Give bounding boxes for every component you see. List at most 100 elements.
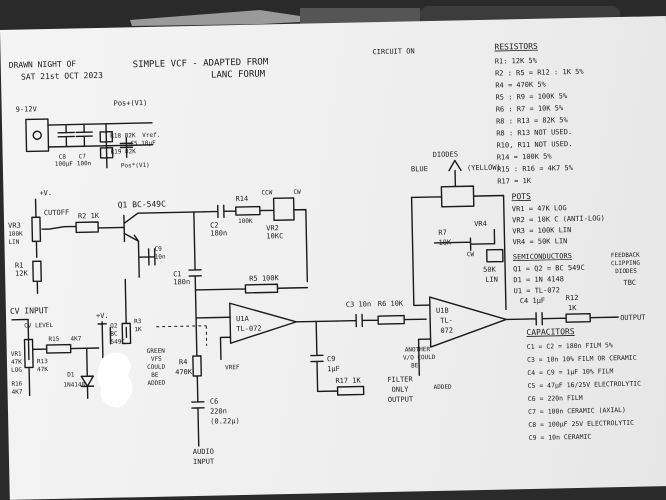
q2-c-label: 549C — [110, 338, 125, 345]
r2-label: R2 1K — [78, 212, 100, 220]
vr4-value: 50K — [483, 266, 497, 274]
c7-label: C7 — [79, 153, 87, 160]
r14-label: R14 — [236, 195, 249, 203]
r1-label: R1 — [15, 262, 24, 270]
q1-section: Q1 BC-549C C9 10n — [118, 200, 205, 278]
u1a-label: U1A — [236, 315, 250, 323]
vr3-label: VR3 — [8, 222, 21, 230]
date-note: SAT 21st OCT 2023 — [21, 71, 103, 82]
input-label: INPUT — [193, 458, 215, 466]
c8-label: C8 — [59, 154, 67, 161]
semi-line-3: U1 = TL-072 — [514, 286, 561, 295]
cap-line-8: C9 = 10n CERAMIC — [529, 433, 592, 442]
schematic-drawing: DRAWN NIGHT OF SAT 21st OCT 2023 SIMPLE … — [8, 42, 646, 466]
cv-input-label: CV INPUT — [10, 306, 49, 316]
bom-capacitors: CAPACITORS C1 = C2 = 180n FILM 5% C3 = 1… — [526, 327, 641, 442]
u1b-opamp: U1B TL- 072 ANOTHER V/O COULD BE ADDED — [403, 196, 527, 391]
semis-title: SEMICONDUCTORS — [513, 252, 572, 261]
u1a-type: TL-072 — [236, 325, 261, 334]
blue-label: BLUE — [411, 165, 428, 173]
r12-value: 1K — [568, 304, 577, 312]
cap-line-6: C7 = 100n CERAMIC (AXIAL) — [528, 406, 626, 416]
r15-value: 4K7 — [70, 335, 81, 342]
resistor-line-1: R1: 12K 5% — [495, 57, 538, 66]
vr4-taper: LIN — [485, 276, 498, 284]
r5-label: R5 100K — [249, 274, 279, 283]
could-label: COULD — [147, 364, 166, 371]
circuit-on-note: CIRCUIT ON — [372, 47, 414, 56]
c9b-label: C9 — [327, 355, 336, 363]
c1-label: C1 — [173, 270, 182, 278]
r4-value: 470K — [175, 368, 193, 376]
semi-line-2: D1 = 1N 4148 — [513, 275, 564, 284]
only-label: ONLY — [392, 386, 410, 394]
c5-label: C5 10μF — [130, 140, 156, 148]
resistor-line-4: R5 : R9 = 100K 5% — [495, 92, 568, 102]
resistor-line-5: R6 : R7 = 10K 5% — [496, 104, 564, 113]
vr1-value: 47K — [11, 359, 22, 366]
r19-label: R19 82K — [111, 148, 137, 156]
ccw-label: CCW — [261, 189, 272, 196]
feedback-diodes: DIODES BLUE (YELLOW) R7 10K VR4 50K LIN … — [410, 150, 507, 311]
audio-label: AUDIO — [193, 448, 214, 456]
green-label: GREEN — [147, 348, 166, 355]
tbc-note: TBC — [623, 279, 636, 287]
vfo-label: V/O COULD — [403, 354, 436, 362]
pos2-label: Pos*(V1) — [121, 162, 150, 170]
u1b-type-2: 072 — [440, 327, 453, 335]
caps-title: CAPACITORS — [526, 327, 575, 337]
diodes-note: DIODES — [615, 268, 637, 275]
bom-semis: SEMICONDUCTORS Q1 = Q2 = BC 549C D1 = 1N… — [513, 252, 641, 296]
cap-line-3: C4 = C9 = 1μF 10% FILM — [527, 367, 613, 377]
resistor-line-10: R15 : R16 = 4K7 5% — [497, 164, 574, 174]
pot-line-3: VR3 = 100K LIN — [512, 226, 571, 235]
output-stage: C4 1μF R12 1K OUTPUT — [520, 294, 646, 326]
c7-value: 100n — [77, 160, 92, 167]
c2-label: C2 — [210, 221, 219, 229]
r7-value: 10K — [438, 239, 452, 247]
white-redaction-blob — [97, 352, 133, 408]
vin-label: 9-12V — [16, 105, 38, 113]
pots-title: POTS — [512, 192, 532, 201]
vfs-label: VFS — [151, 356, 162, 363]
r13-value: 47K — [37, 366, 48, 373]
cap-line-2: C3 = 10n 10% FILM OR CERAMIC — [527, 354, 637, 364]
vr3-value: 100K — [8, 231, 23, 238]
r14-value: 100K — [238, 218, 253, 225]
vr1-taper: LOG — [11, 367, 22, 374]
semi-line-1: Q1 = Q2 = BC 549C — [513, 264, 585, 273]
schematic-paper: DRAWN NIGHT OF SAT 21st OCT 2023 SIMPLE … — [0, 16, 666, 500]
c6-alt-value: (0.22μ) — [210, 417, 240, 426]
feedback-note: FEEDBACK — [611, 252, 640, 260]
be-label: BE — [151, 372, 159, 379]
vr4-label: VR4 — [474, 220, 487, 228]
cw2-label: CW — [467, 251, 475, 258]
resistor-line-8: R10, R11 NOT USED. — [496, 140, 572, 150]
bom-resistors: RESISTORS R1: 12K 5% R2 : R5 = R12 : 1K … — [494, 42, 584, 186]
r7-label: R7 — [438, 229, 447, 237]
r4-c6-audio: R4 470K C6 220n (0.22μ) AUDIO INPUT — [175, 317, 240, 466]
c9b-value: 1μF — [327, 365, 340, 373]
pot-line-4: VR4 = 50K LIN — [512, 237, 567, 246]
r17-label: R17 1K — [335, 377, 361, 386]
c1-value: 180n — [173, 278, 190, 286]
clipping-note: CLIPPING — [611, 260, 640, 268]
r12-label: R12 — [566, 294, 579, 302]
title-line-2: LANC FORUM — [211, 69, 266, 80]
filter-label: FILTER — [387, 375, 413, 384]
resistors-title: RESISTORS — [494, 42, 538, 52]
title-line-1: SIMPLE VCF - ADAPTED FROM — [133, 57, 269, 70]
q2-label: Q2 — [110, 323, 118, 330]
c6-label: C6 — [210, 398, 219, 406]
r13-label: R13 — [37, 358, 48, 365]
cutoff-section: +V. CUTOFF VR3 100K LIN R1 12K R2 1K — [8, 189, 125, 294]
vr2-label: VR2 — [266, 224, 279, 232]
r15-label: R15 — [48, 336, 59, 343]
r1-value: 12K — [15, 269, 29, 277]
c2-r14-vr2: C2 180n R14 100K VR2 10KC CCW CW — [203, 189, 309, 283]
d1-label: D1 — [67, 372, 75, 379]
resistor-line-3: R4 = 470K 5% — [495, 81, 547, 90]
pot-line-2: VR2 = 10K C (ANTI-LOG) — [512, 214, 605, 224]
c3-label: C3 10n — [346, 300, 371, 309]
r16-label: R16 — [11, 381, 22, 388]
